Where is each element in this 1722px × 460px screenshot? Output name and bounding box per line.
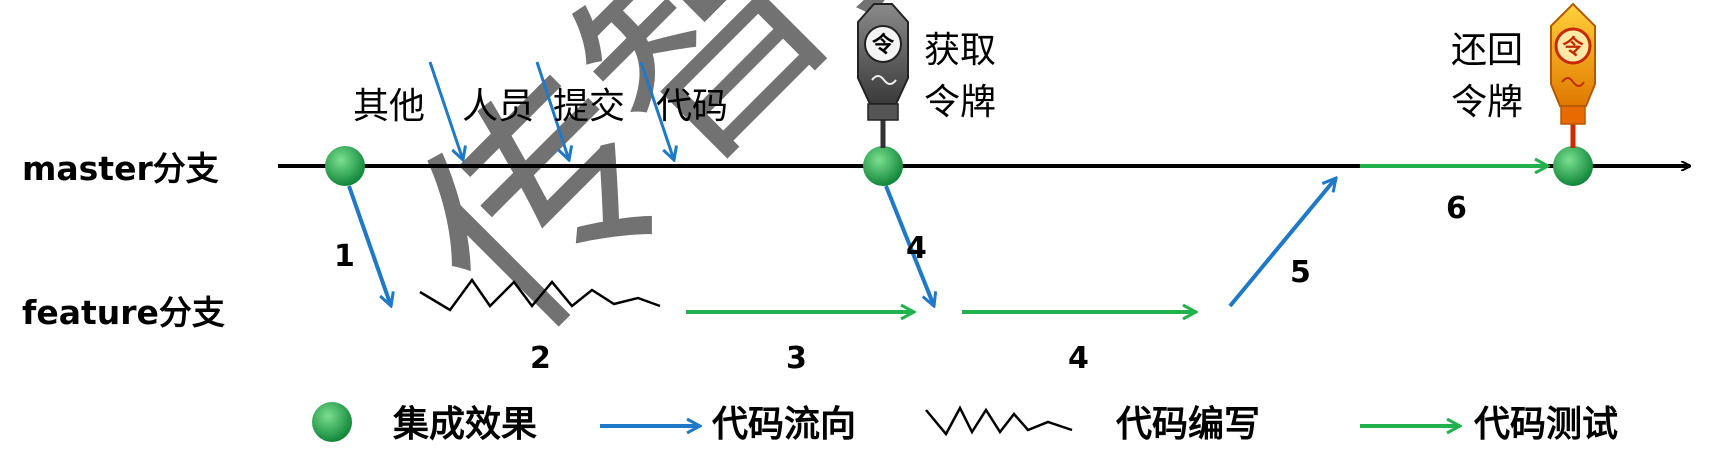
feature-branch-label: feature分支	[22, 293, 225, 332]
step6-label: 6	[1446, 191, 1467, 226]
other-commit-arrow	[535, 61, 569, 160]
other-commits-word: 代码	[656, 86, 728, 127]
other-commits-label: 其他 人员 提交 代码	[353, 86, 728, 127]
master-branch-label: master分支	[22, 149, 219, 188]
get-token-label-line1: 获取	[924, 30, 996, 71]
step1-label: 1	[334, 239, 355, 274]
dark-token-icon: 令	[857, 3, 909, 148]
step4-label-b: 4	[1068, 341, 1089, 376]
legend: 集成效果 代码流向 代码编写 代码测试	[312, 402, 1618, 445]
gold-token-icon: 令	[1550, 2, 1596, 148]
dark-token-glyph: 令	[872, 32, 895, 58]
return-token-label-line1: 还回	[1451, 30, 1523, 71]
step5-label: 5	[1290, 255, 1311, 290]
legend-code-testing-label: 代码测试	[1473, 404, 1618, 445]
svg-text:传智播客: 传智播客	[370, 0, 1209, 379]
gold-token-glyph: 令	[1563, 35, 1585, 59]
other-commit-arrow	[639, 61, 674, 160]
legend-integration-label: 集成效果	[392, 404, 537, 445]
return-token-label-line2: 令牌	[1451, 82, 1523, 123]
master-node-get-token	[863, 146, 903, 186]
step1-arrow	[347, 185, 391, 306]
other-commit-arrows	[428, 61, 674, 160]
legend-integration-node	[312, 402, 352, 442]
other-commits-word: 其他	[353, 86, 425, 127]
step4-label-a: 4	[906, 231, 927, 266]
other-commit-arrow	[428, 61, 463, 160]
step2-label: 2	[530, 341, 551, 376]
step3-label: 3	[786, 341, 807, 376]
watermark: 传智播客	[370, 0, 1209, 379]
legend-code-writing-label: 代码编写	[1115, 404, 1260, 445]
other-commits-word: 提交	[553, 86, 625, 127]
master-node-start	[325, 146, 365, 186]
get-token-label-line2: 令牌	[924, 82, 996, 123]
other-commits-word: 人员	[462, 86, 534, 127]
master-node-end	[1553, 146, 1593, 186]
step5-arrow	[1228, 178, 1336, 308]
step2-zigzag	[419, 277, 661, 312]
legend-code-flow-label: 代码流向	[711, 404, 856, 445]
step4-merge-arrow	[884, 185, 934, 306]
legend-code-writing-zigzag	[925, 405, 1073, 437]
